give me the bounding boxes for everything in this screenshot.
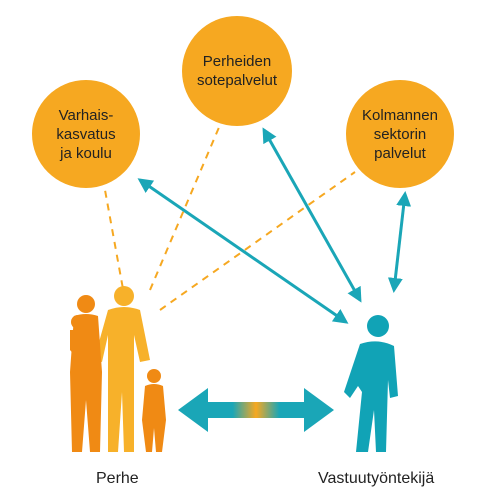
caption-worker: Vastuutyöntekijä [318,470,435,487]
node-label: Kolmannen sektorin palvelut [362,106,438,162]
dash-family-top [149,124,221,291]
arrow-worker-top [262,127,362,303]
person-silhouette-icon [344,315,398,452]
double-arrow-icon [178,388,334,432]
arrow-worker-right [387,191,412,293]
caption-family: Perhe [96,470,139,487]
arrow-worker-left [137,178,349,324]
node-label: Varhais- kasvatus ja koulu [56,106,116,162]
dash-family-left [104,189,126,301]
family-silhouette-icon [70,286,166,452]
node-label: Perheiden sotepalvelut [196,53,278,89]
teal-links [137,127,412,324]
node-early-education: Varhais- kasvatus ja koulu [32,80,140,188]
node-family-social-health-services: Perheiden sotepalvelut [182,16,292,126]
dashed-links [104,124,356,311]
node-third-sector-services: Kolmannen sektorin palvelut [346,80,454,188]
